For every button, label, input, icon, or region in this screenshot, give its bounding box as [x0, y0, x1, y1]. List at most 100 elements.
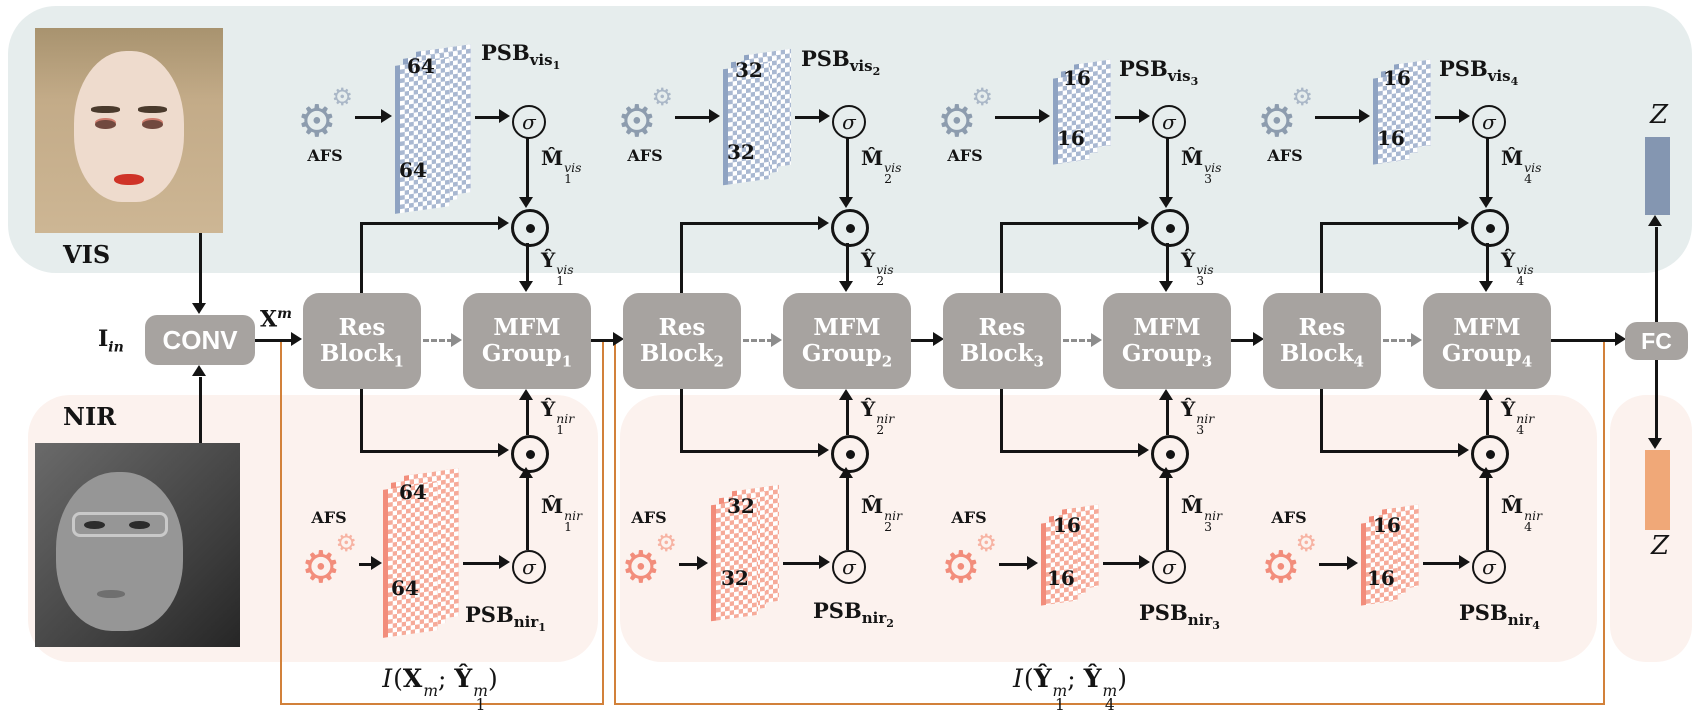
psb-to-sigma-nir-line [783, 562, 819, 565]
y-sup: nir [876, 410, 895, 426]
mfm-output-line [591, 339, 613, 342]
mi-part: I [1013, 664, 1023, 693]
sigma-to-dot-nir-line [846, 478, 849, 550]
gear-small-icon: ⚙ [331, 83, 353, 111]
psb-base: PSB [481, 40, 530, 65]
res-to-dot-vis-vline [360, 225, 363, 293]
afs-label-nir: AFS [951, 508, 987, 527]
mi-part: ( [1023, 664, 1034, 693]
mask-sub: 1 [564, 519, 573, 535]
psb-nir-dim-bottom: 32 [721, 566, 749, 590]
mask-sup: vis [1204, 159, 1222, 175]
fc-to-zvis-arrowhead [1648, 215, 1662, 226]
afs-to-psb-nir-line [359, 563, 371, 566]
psb-vis-label: PSBvis1 [481, 40, 560, 72]
sigmoid-vis-op: σ [1152, 105, 1186, 139]
mfm-word1: MFM [813, 313, 881, 341]
res-to-dot-vis-arrowhead [818, 216, 829, 230]
psb-modality: nir [1507, 611, 1533, 630]
psb-sub: vis3 [1168, 67, 1199, 88]
mfm-word2: Group4 [1442, 340, 1532, 369]
xm-label: Xm [260, 306, 292, 332]
psb-to-sigma-nir-line [1103, 562, 1139, 565]
mi-part: 1 [475, 696, 486, 712]
afs-label-vis: AFS [307, 146, 343, 165]
nir-photo [35, 443, 240, 647]
mfm-word1: MFM [493, 313, 561, 341]
afs-to-psb-vis-line [675, 116, 709, 119]
res-block-word2-text: Block [960, 340, 1034, 367]
vis-caption: VIS [63, 240, 111, 269]
res-to-mfm-dashed-arrowhead [1411, 333, 1422, 347]
psb-index: 1 [538, 621, 546, 635]
mfm-output-arrowhead [613, 332, 624, 346]
psb-to-sigma-vis-line [1435, 116, 1459, 119]
mi-part: ; [1067, 664, 1076, 693]
psb-sub: nir4 [1507, 611, 1540, 632]
mfm-word2-text: Group [801, 340, 882, 367]
mi-part: X [402, 664, 423, 693]
z-vis-bar [1645, 137, 1670, 215]
res-block-index: 4 [1353, 352, 1364, 371]
afs-to-psb-vis-arrowhead [381, 109, 392, 123]
mfm-index: 1 [561, 352, 573, 371]
psb-to-sigma-vis-line [795, 116, 819, 119]
vis-to-conv-arrowhead [192, 303, 206, 314]
res-block-word1: Res [1298, 313, 1346, 341]
dot-to-mfm-vis-arrowhead [1479, 281, 1493, 292]
mi-part: ( [393, 664, 403, 693]
psb-modality: nir [1187, 611, 1213, 630]
conv-to-res1-arrowhead [291, 332, 302, 346]
sigma-to-dot-nir-line [1166, 478, 1169, 550]
res-to-dot-vis-arrowhead [1458, 216, 1469, 230]
psb-vis-dim-bottom: 16 [1377, 126, 1405, 150]
vis-eye-left [95, 120, 116, 130]
sigmoid-nir-op: σ [512, 550, 546, 584]
mfm-index: 4 [1521, 352, 1533, 371]
gear-small-icon: ⚙ [651, 83, 673, 111]
mi-part: m [423, 683, 438, 698]
res-block-index: 1 [393, 352, 404, 371]
psb-vis-dim-top: 16 [1063, 66, 1091, 90]
afs-gear-nir-icon: ⚙ ⚙ [621, 531, 677, 590]
y-sup: vis [876, 261, 894, 277]
res-block: Res Block4 [1263, 293, 1381, 389]
psb-vis-label: PSBvis4 [1439, 56, 1518, 88]
res-to-dot-nir-arrowhead [1138, 443, 1149, 457]
res-to-dot-vis-hline [360, 222, 499, 225]
mfm-index: 3 [1201, 352, 1213, 371]
psb-sub: vis2 [850, 57, 881, 78]
gear-small-icon: ⚙ [1295, 529, 1317, 557]
sigmoid-nir-op: σ [832, 550, 866, 584]
sigma-to-dot-vis-arrowhead [519, 197, 533, 208]
sigma-symbol: σ [1162, 555, 1176, 579]
res-to-dot-nir-hline [680, 450, 819, 453]
res-to-dot-nir-vline [360, 389, 363, 452]
psb-to-sigma-vis-line [475, 116, 499, 119]
res-to-dot-vis-hline [1000, 222, 1139, 225]
hadamard-product-vis-op [1151, 209, 1189, 247]
psb-nir-label: PSBnir3 [1139, 600, 1220, 632]
psb-to-sigma-nir-arrowhead [819, 555, 830, 569]
psb-sub: vis4 [1488, 67, 1519, 88]
psb-to-sigma-nir-arrowhead [1139, 555, 1150, 569]
res-to-mfm-dashed-arrowhead [1091, 333, 1102, 347]
psb-index: 3 [1212, 619, 1220, 633]
sigma-to-dot-nir-line [526, 478, 529, 550]
res-to-dot-nir-hline [360, 450, 499, 453]
res-block: Res Block1 [303, 293, 421, 389]
psb-vis-dim-bottom: 32 [727, 140, 755, 164]
psb-nir-dim-bottom: 16 [1047, 566, 1075, 590]
sigma-to-dot-nir-arrowhead [1159, 467, 1173, 478]
fc-label: FC [1641, 327, 1672, 354]
